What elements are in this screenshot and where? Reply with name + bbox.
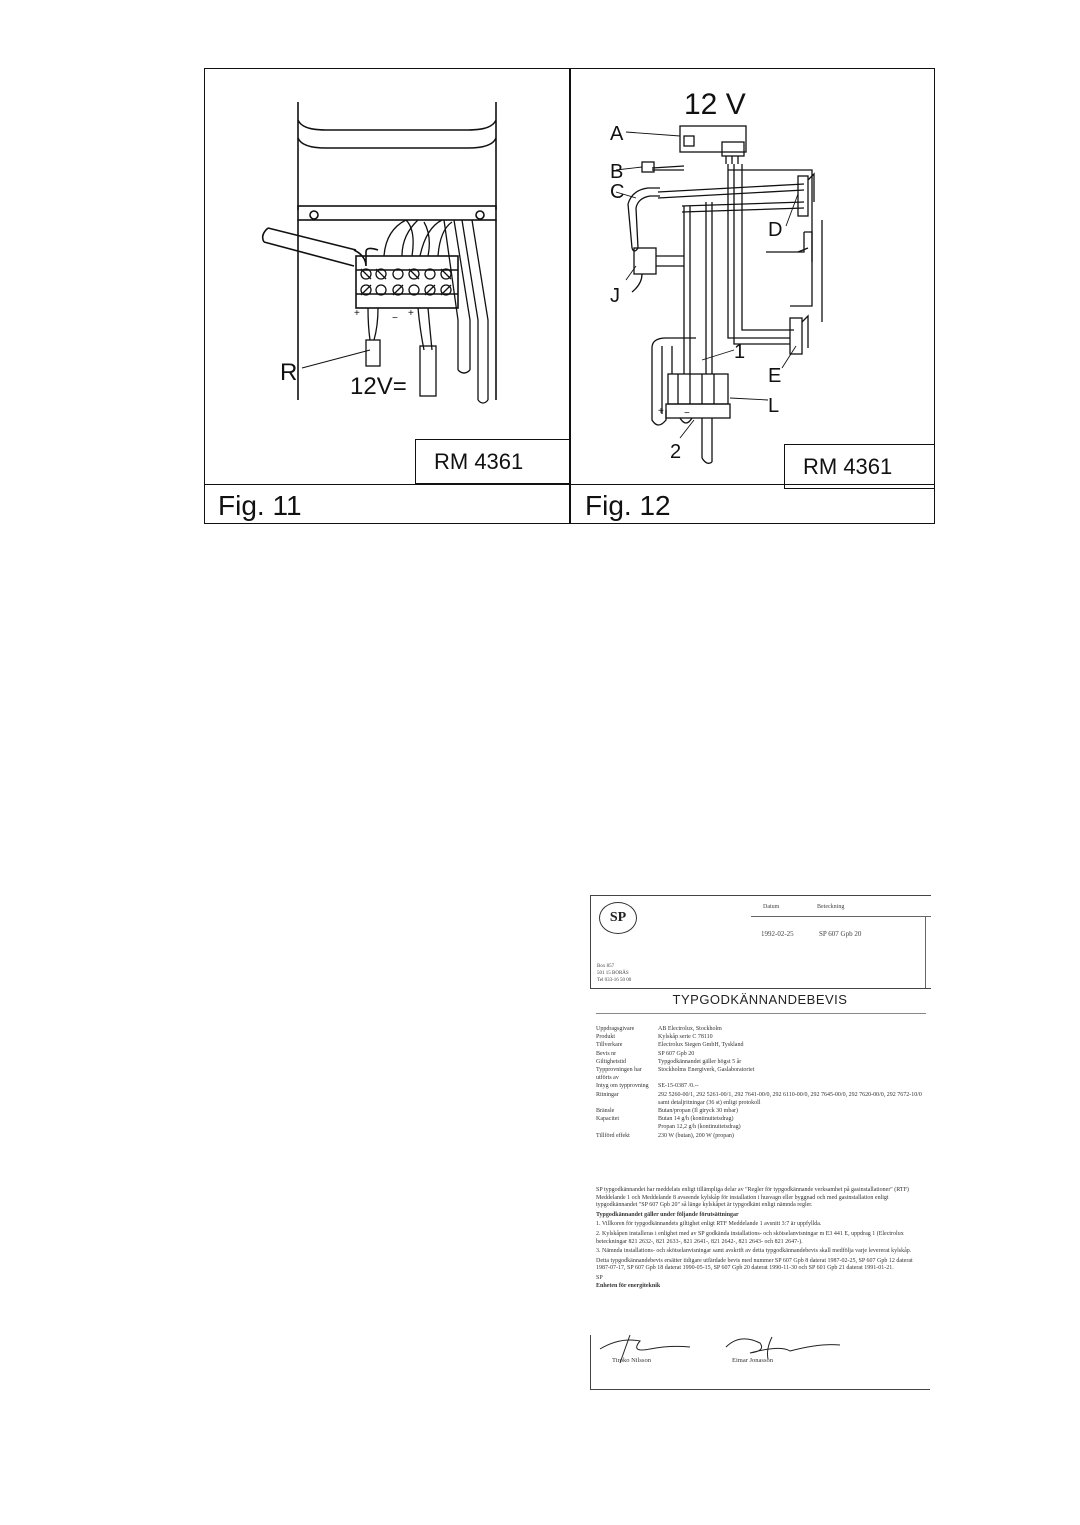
- signatures: [599, 1334, 841, 1364]
- fig12-label-1: 1: [734, 341, 745, 363]
- fig11-code-box: RM 4361: [415, 439, 570, 484]
- fig11-caption: Fig. 11: [218, 490, 302, 521]
- figure-divider: [569, 68, 571, 524]
- body-paragraph: SP typgodkännandet har meddelats enligt …: [596, 1187, 909, 1209]
- fig11-plus-left-label: +: [354, 308, 360, 319]
- certificate-header: SP Datum Beteckning 1992-02-25 SP 607 Gp…: [590, 895, 931, 989]
- address-line-2: 501 15 BORÅS: [597, 971, 629, 976]
- fig11-code: RM 4361: [434, 449, 524, 474]
- fig12-label-l: L: [768, 395, 779, 417]
- signer-right: Eimar Jonasson: [732, 1357, 773, 1364]
- fig12-caption-row: Fig. 12: [571, 484, 935, 524]
- fig12-title: 12 V: [684, 88, 746, 121]
- certificate-date: 1992-02-25: [761, 930, 794, 938]
- fig12-label-c: C: [610, 181, 624, 203]
- fig12-minus-label: −: [684, 408, 690, 419]
- fig12-label-2: 2: [670, 441, 681, 463]
- date-label: Datum: [763, 904, 780, 910]
- body-paragraph: Detta typgodkännandebevis ersätter tidig…: [596, 1257, 913, 1272]
- body-paragraph: 1. Villkoren för typgodkännandets giltig…: [596, 1221, 822, 1228]
- certificate-body: SP typgodkännandet har meddelats enligt …: [596, 1187, 922, 1292]
- fig12-caption: Fig. 12: [585, 490, 671, 521]
- fig12-code: RM 4361: [803, 454, 893, 479]
- fig11-plus-right-label: +: [408, 308, 414, 319]
- body-paragraph: 2. Kylskåpen installeras i enlighet med …: [596, 1230, 904, 1245]
- fig12-label-d: D: [768, 219, 782, 241]
- fig11-caption-row: Fig. 11: [204, 484, 570, 524]
- signer-left: Tiroko Nilsson: [612, 1357, 651, 1364]
- sp-logo: SP: [599, 902, 637, 934]
- fig12-label-a: A: [610, 123, 624, 145]
- certificate-title: TYPGODKÄNNANDEBEVIS: [672, 992, 848, 1007]
- fig12-wiring-diagram: 12 V: [610, 88, 823, 464]
- fig12-code-box: RM 4361: [784, 444, 935, 489]
- body-paragraph: Typgodkännandet gäller under följande fö…: [596, 1211, 739, 1218]
- address-line-1: Box 857: [597, 964, 615, 969]
- type-approval-certificate: SP Datum Beteckning 1992-02-25 SP 607 Gp…: [590, 895, 931, 1390]
- fig11-wiring-diagram: + − + R 12V=: [261, 102, 497, 404]
- fig11-voltage-label: 12V=: [350, 373, 407, 400]
- address-line-3: Tel 033-16 50 00: [597, 978, 632, 983]
- certificate-designation: SP 607 Gpb 20: [819, 930, 862, 938]
- body-paragraph: 3. Nämnda installations- och skötselanvi…: [596, 1248, 912, 1255]
- fig12-label-e: E: [768, 365, 781, 387]
- fig12-label-b: B: [610, 161, 623, 183]
- fig12-label-j: J: [610, 285, 620, 307]
- body-paragraph: SP: [596, 1274, 603, 1281]
- body-paragraph: Enheten för energiteknik: [596, 1282, 661, 1289]
- field-row: Propan 12,2 g/h (kontinuitetsdrag): [658, 1124, 741, 1131]
- designation-label: Beteckning: [817, 904, 845, 910]
- fig11-label-r: R: [280, 359, 297, 386]
- fig11-minus-label: −: [392, 313, 398, 324]
- fig12-plus-label: +: [658, 406, 664, 417]
